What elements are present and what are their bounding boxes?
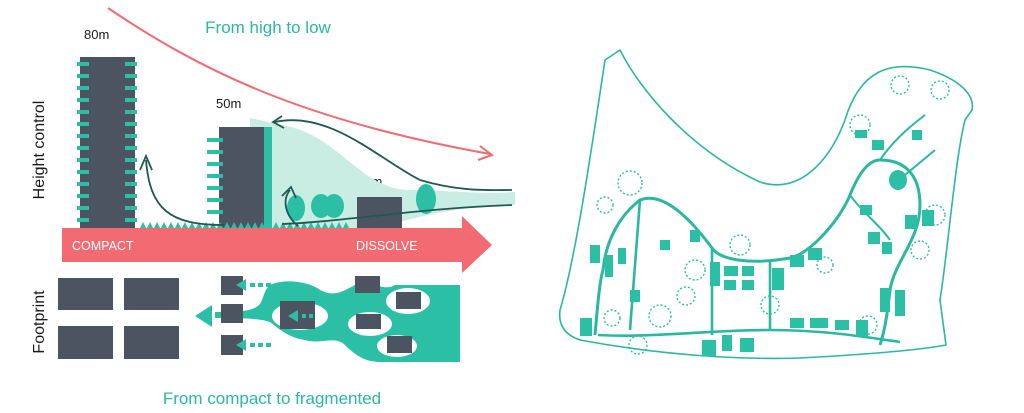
fragment-dashed-arrows [236,279,313,351]
balcony [77,206,89,210]
grass-tuft [315,222,321,228]
tower-80m-balconies [77,62,137,222]
balcony [207,150,223,154]
tower-80m [80,57,135,228]
grass-tuft [161,222,167,228]
balcony [77,86,89,90]
balcony [207,138,223,142]
balcony [77,122,89,126]
grass-tuft [287,222,293,228]
north-road [849,114,936,241]
balcony [125,146,137,150]
grass-tuft [189,222,195,228]
balcony [77,170,89,174]
grass-tuft [224,222,230,228]
compact-blocks [58,278,179,359]
height-control-label: Height control [31,101,48,200]
title-high-to-low: From high to low [205,18,331,37]
grass-tuft [238,222,244,228]
grass-tuft [196,222,202,228]
grass-tuft [273,222,279,228]
balcony [207,198,223,202]
grass-tuft [308,222,314,228]
grass-tuft [231,222,237,228]
trees [287,184,436,221]
balcony [125,74,137,78]
site-plan-buildings [580,130,934,356]
balcony [207,186,223,190]
arrow-label-dissolve: DISSOLVE [356,239,418,253]
balcony [207,210,223,214]
grass-tuft [154,222,160,228]
balcony [77,218,89,222]
tower-50m-teal-side [264,127,272,228]
height-label-50m: 50m [216,96,241,111]
balcony [77,194,89,198]
balcony [125,98,137,102]
balcony [207,174,223,178]
balcony [125,110,137,114]
arrow-label-compact: COMPACT [72,239,134,253]
grass-tuft [252,222,258,228]
balcony [125,122,137,126]
balcony [77,98,89,102]
balcony [125,134,137,138]
grass-tuft [280,222,286,228]
grass-tuft [301,222,307,228]
balcony [125,62,137,66]
footprint-left-arrow [195,305,212,327]
balcony [125,194,137,198]
grass-tuft [329,222,335,228]
grass-tuft [322,222,328,228]
grass-tuft [147,222,153,228]
ground-vegetation [140,222,349,228]
grass-tuft [168,222,174,228]
title-compact-to-fragmented: From compact to fragmented [163,389,381,408]
site-plan-trees [596,75,950,355]
grass-tuft [245,222,251,228]
balcony [77,110,89,114]
grass-tuft [266,222,272,228]
flow-arrows [139,115,513,227]
tower-50m [219,127,267,228]
balcony [125,86,137,90]
balcony [125,182,137,186]
balcony [125,158,137,162]
grass-tuft [343,222,349,228]
site-boundary [558,49,974,360]
balcony [77,182,89,186]
height-label-80m: 80m [84,27,109,42]
grass-tuft [140,222,146,228]
tower-50m-balconies [207,138,223,214]
balcony [77,62,89,66]
site-plan [558,49,974,360]
height-trend-line [107,7,491,155]
cross-road [597,328,901,344]
balcony [77,134,89,138]
grass-tuft [336,222,342,228]
grass-tuft [259,222,265,228]
balcony [77,146,89,150]
height-trend-arrowhead [477,145,495,161]
balcony [125,170,137,174]
balcony [125,206,137,210]
compact-dissolve-arrow [62,216,492,273]
footprint-label: Footprint [31,290,48,354]
balcony [77,158,89,162]
balcony [207,162,223,166]
main-road [593,158,922,346]
grass-tuft [175,222,181,228]
building-30m [357,197,402,228]
balcony [125,218,137,222]
balcony [77,74,89,78]
grass-tuft [182,222,188,228]
